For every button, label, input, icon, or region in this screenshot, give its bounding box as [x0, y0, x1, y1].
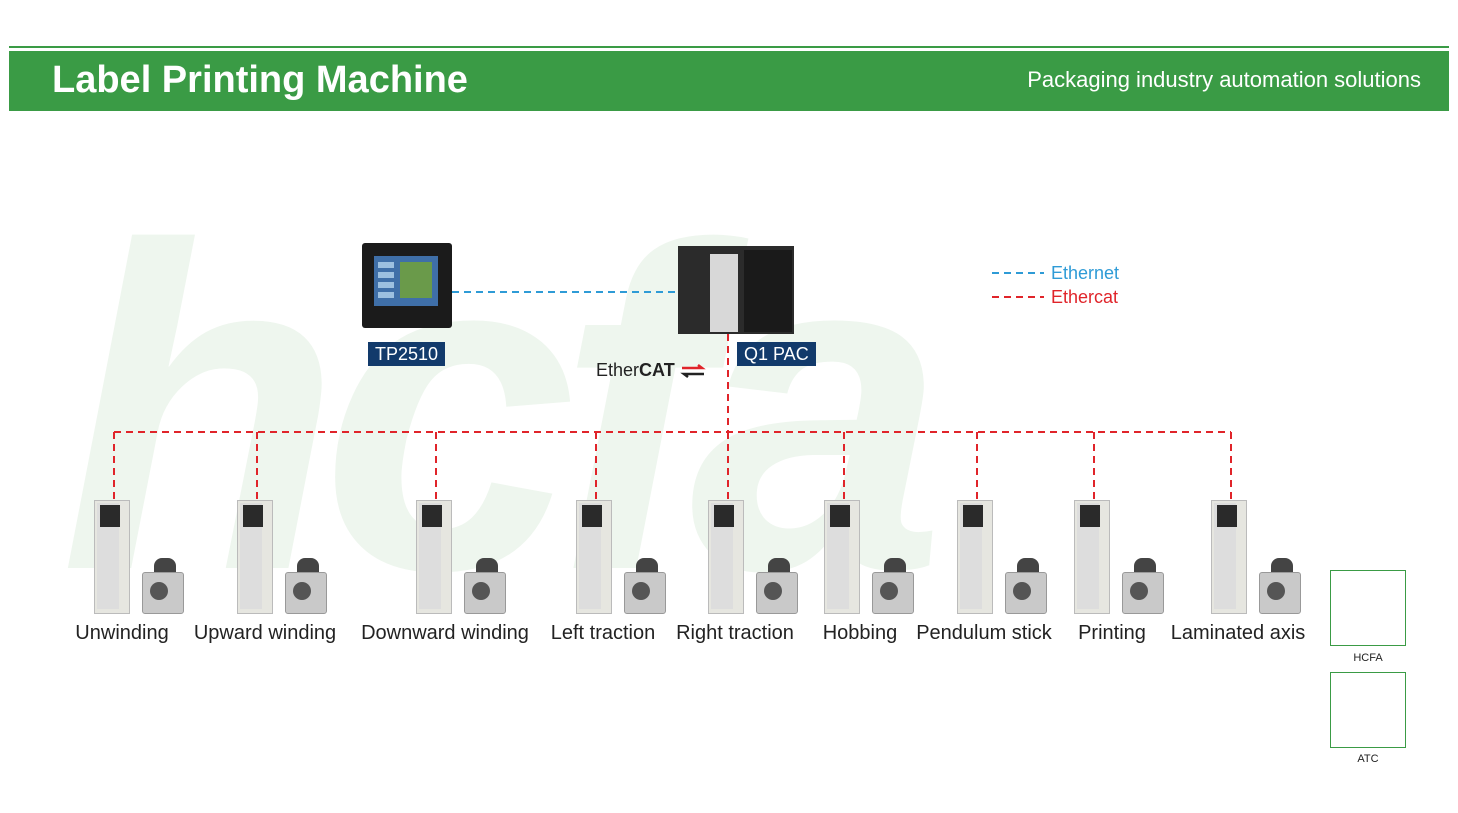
page-subtitle: Packaging industry automation solutions: [1027, 67, 1421, 92]
controller-label: Q1 PAC: [737, 342, 816, 366]
servo-drive-icon: [1074, 500, 1166, 614]
hmi-touchscreen-icon: [362, 243, 452, 328]
qr-caption-atc: ATC: [1357, 753, 1379, 765]
servo-drive-icon: [576, 500, 668, 614]
ethercat-logo-suffix: CAT: [639, 360, 675, 380]
drive-label: Pendulum stick: [916, 622, 1052, 644]
servo-drive-icon: [416, 500, 508, 614]
brand-watermark: hcfa: [60, 153, 946, 666]
page-title: Label Printing Machine: [52, 59, 468, 101]
drive-label: Hobbing: [822, 622, 898, 644]
drive-label: Downward winding: [361, 622, 529, 644]
ethercat-logo: EtherCAT: [596, 358, 706, 382]
drive-label: Left traction: [550, 622, 656, 644]
header-bar: Label Printing Machine Packaging industr…: [9, 51, 1449, 111]
header-top-rule: [9, 46, 1449, 48]
servo-drive-icon: [957, 500, 1049, 614]
servo-drive-icon: [708, 500, 800, 614]
drive-label: Right traction: [676, 622, 794, 644]
servo-drive-icon: [94, 500, 186, 614]
qr-code-atc-icon: [1330, 672, 1406, 748]
drive-label: Upward winding: [193, 622, 337, 644]
drive-label: Unwinding: [75, 622, 169, 644]
qr-code-hcfa-icon: [1330, 570, 1406, 646]
drive-label: Printing: [1078, 622, 1146, 644]
drive-label: Laminated axis: [1170, 622, 1306, 644]
qr-caption-hcfa: HCFA: [1353, 652, 1383, 664]
legend-ethercat-label: Ethercat: [1051, 287, 1119, 307]
servo-drive-icon: [824, 500, 916, 614]
legend-ethernet-label: Ethernet: [1051, 263, 1120, 283]
ethercat-arrows-icon: [679, 364, 706, 379]
ethercat-logo-prefix: Ether: [596, 360, 640, 380]
hmi-label: TP2510: [368, 342, 446, 366]
servo-drive-icon: [237, 500, 329, 614]
pac-controller-icon: [678, 246, 794, 334]
servo-drive-icon: [1211, 500, 1303, 614]
